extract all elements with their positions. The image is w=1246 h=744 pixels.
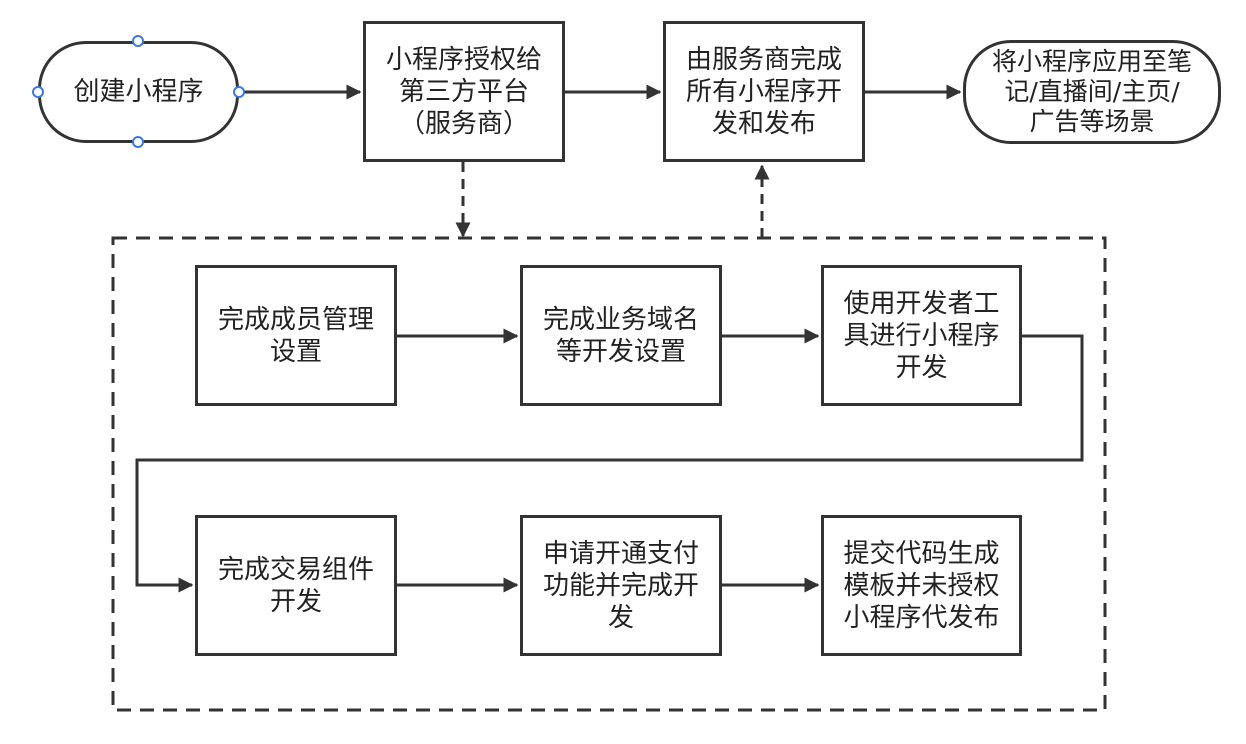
selection-handle-right[interactable] bbox=[233, 86, 245, 98]
node-apply-scenes-label: 将小程序应用至笔 记/直播间/主页/ 广告等场景 bbox=[991, 47, 1192, 136]
node-provider-dev[interactable]: 由服务商完成 所有小程序开 发和发布 bbox=[663, 21, 865, 162]
node-trade-component-label: 完成交易组件 开发 bbox=[217, 554, 374, 617]
node-authorize[interactable]: 小程序授权给 第三方平台 （服务商） bbox=[363, 21, 565, 162]
node-dev-tools[interactable]: 使用开发者工 具进行小程序 开发 bbox=[821, 265, 1022, 406]
dashed-group-container bbox=[111, 236, 1107, 712]
node-member-mgmt-label: 完成成员管理 设置 bbox=[217, 304, 374, 367]
node-dev-tools-label: 使用开发者工 具进行小程序 开发 bbox=[843, 288, 1000, 383]
selection-handle-left[interactable] bbox=[32, 86, 44, 98]
node-domain-setup[interactable]: 完成业务域名 等开发设置 bbox=[520, 265, 722, 406]
node-domain-setup-label: 完成业务域名 等开发设置 bbox=[542, 304, 699, 367]
node-authorize-label: 小程序授权给 第三方平台 （服务商） bbox=[385, 44, 542, 139]
node-submit-code[interactable]: 提交代码生成 模板并未授权 小程序代发布 bbox=[821, 515, 1022, 656]
selection-handle-top[interactable] bbox=[132, 35, 144, 47]
node-apply-scenes[interactable]: 将小程序应用至笔 记/直播间/主页/ 广告等场景 bbox=[963, 40, 1221, 144]
node-provider-dev-label: 由服务商完成 所有小程序开 发和发布 bbox=[685, 44, 842, 139]
node-payment-label: 申请开通支付 功能并完成开 发 bbox=[542, 538, 699, 633]
node-start-label: 创建小程序 bbox=[73, 77, 204, 107]
node-member-mgmt[interactable]: 完成成员管理 设置 bbox=[195, 265, 397, 406]
node-start[interactable]: 创建小程序 bbox=[38, 41, 239, 143]
selection-handle-bottom[interactable] bbox=[132, 136, 144, 148]
arrow-devtools-to-trade bbox=[135, 334, 1084, 593]
node-trade-component[interactable]: 完成交易组件 开发 bbox=[195, 515, 397, 656]
node-payment[interactable]: 申请开通支付 功能并完成开 发 bbox=[520, 515, 722, 656]
node-submit-code-label: 提交代码生成 模板并未授权 小程序代发布 bbox=[843, 538, 1000, 633]
